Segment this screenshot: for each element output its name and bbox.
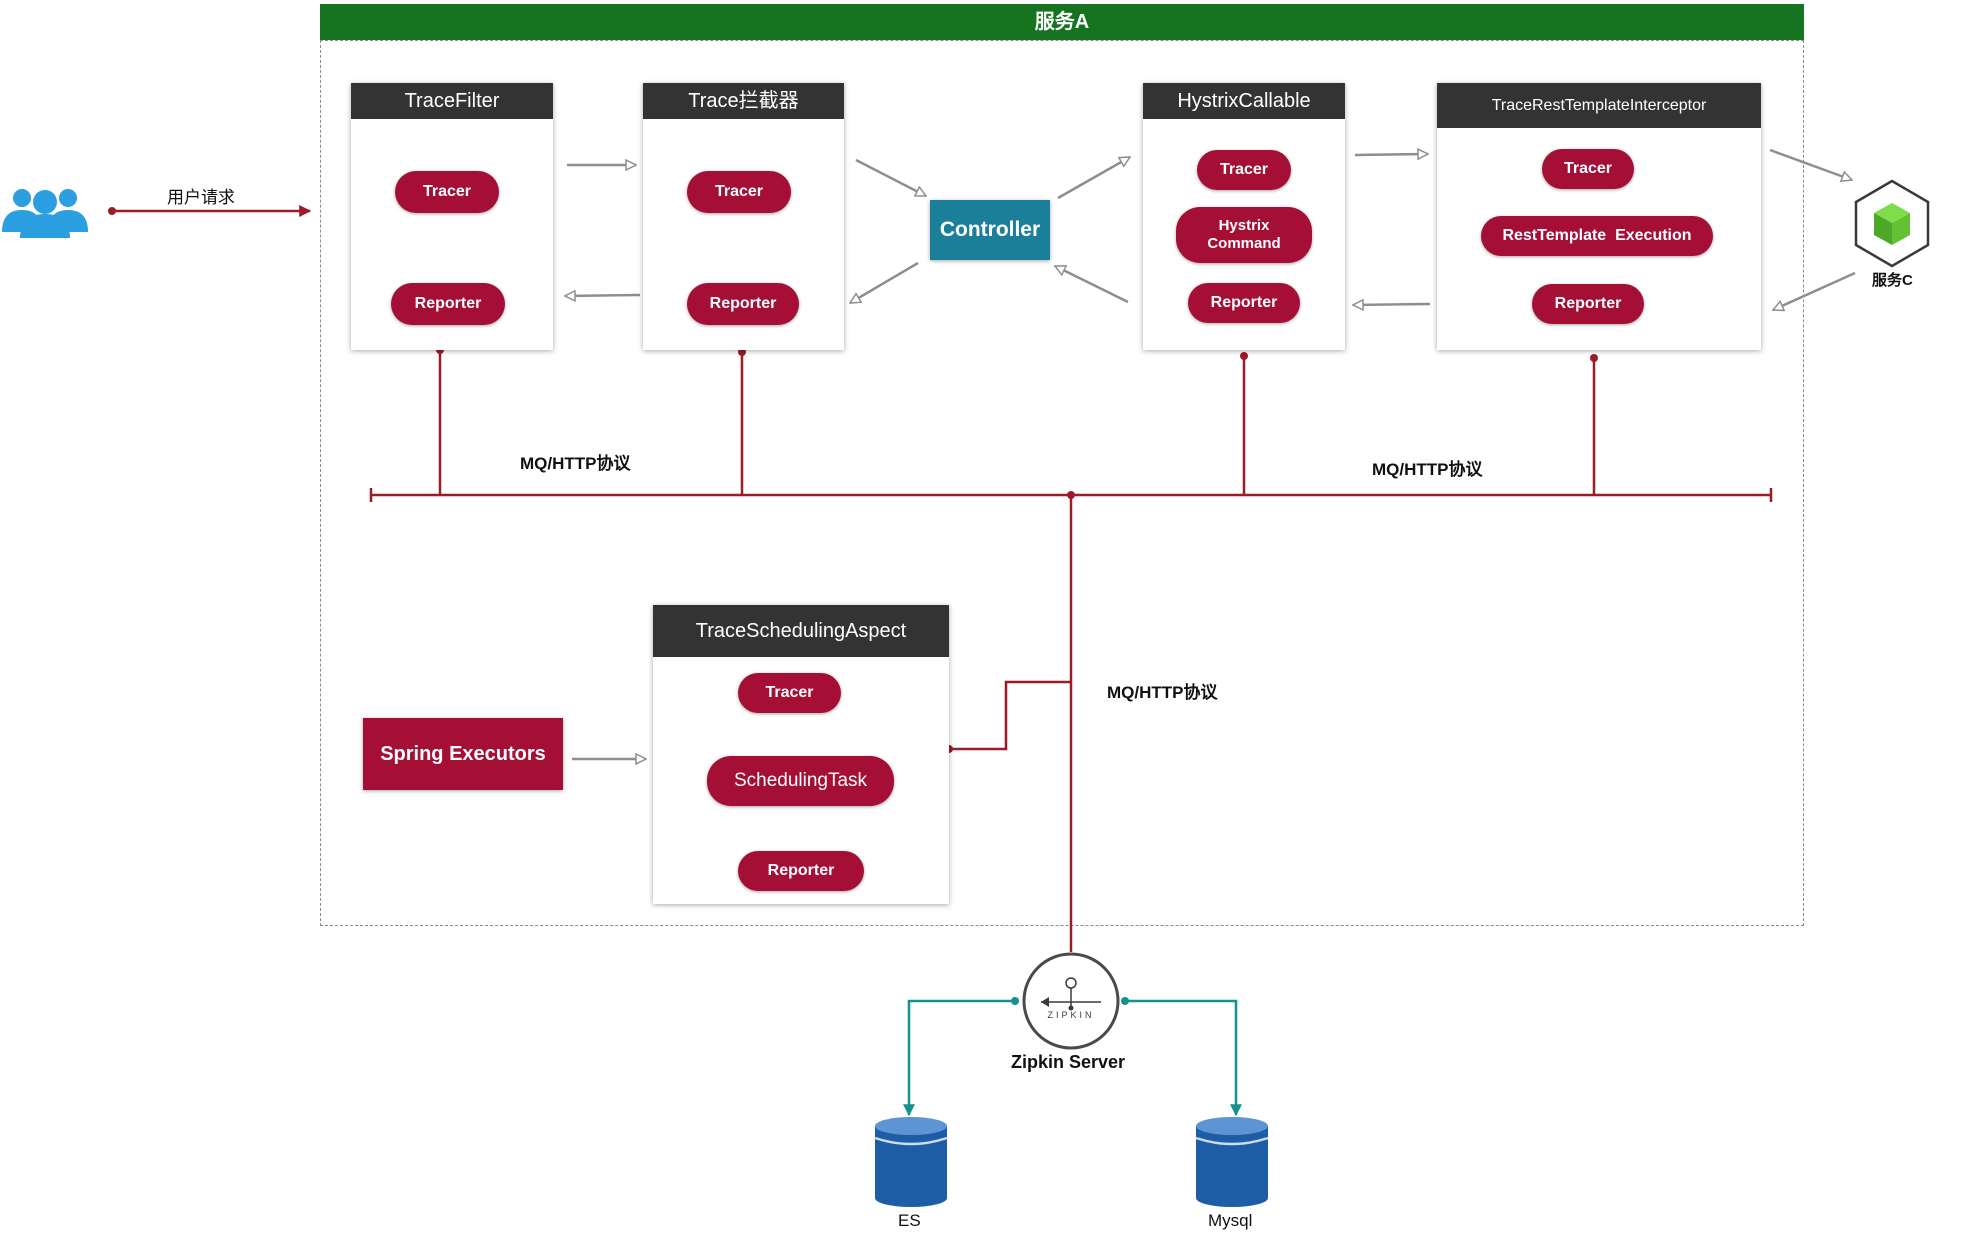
- service-a-banner: 服务A: [320, 4, 1804, 40]
- mq-http-bus: [369, 350, 1773, 952]
- reporter-pill: Reporter: [1532, 284, 1644, 324]
- trace-scheduling-aspect-card: TraceSchedulingAspect Tracer SchedulingT…: [653, 605, 949, 904]
- es-label: ES: [898, 1211, 921, 1230]
- card-title: TraceRestTemplateInterceptor: [1437, 83, 1761, 128]
- zipkin-server-label: Zipkin Server: [1011, 1052, 1126, 1072]
- rest-template-execution-pill: RestTemplate Execution: [1481, 216, 1713, 256]
- users-icon: [2, 189, 88, 238]
- scheduling-task-pill: SchedulingTask: [707, 756, 894, 806]
- database-icon: [1195, 1117, 1269, 1207]
- service-c-label: 服务C: [1872, 272, 1913, 289]
- hystrix-callable-card: HystrixCallable Tracer Hystrix Command R…: [1143, 83, 1345, 350]
- reporter-pill: Reporter: [687, 283, 799, 325]
- tracer-pill: Tracer: [1197, 150, 1291, 190]
- hystrix-command-pill: Hystrix Command: [1176, 207, 1312, 263]
- tracer-pill: Tracer: [395, 171, 499, 213]
- storage-links: [903, 999, 1242, 1117]
- rest-template-interceptor-card: TraceRestTemplateInterceptor Tracer Rest…: [1437, 83, 1761, 350]
- reporter-pill: Reporter: [738, 851, 864, 891]
- protocol-label-left: MQ/HTTP协议: [520, 454, 631, 473]
- card-title: TraceFilter: [351, 83, 553, 119]
- card-title: TraceSchedulingAspect: [653, 605, 949, 657]
- tracer-pill: Tracer: [1542, 149, 1634, 189]
- zipkin-logo-text: ZIPKIN: [1047, 1010, 1095, 1020]
- tracer-pill: Tracer: [687, 171, 791, 213]
- service-a-boundary: [320, 40, 1804, 926]
- card-title: Trace拦截器: [643, 83, 844, 119]
- cube-icon: [1854, 179, 1930, 268]
- protocol-label-vertical: MQ/HTTP协议: [1107, 683, 1218, 702]
- storage-link-dots: [1011, 997, 1129, 1005]
- flow-arrows: [565, 150, 1856, 759]
- spring-executors-box: Spring Executors: [363, 718, 563, 790]
- mysql-label: Mysql: [1208, 1211, 1253, 1230]
- tracer-pill: Tracer: [738, 673, 841, 713]
- zipkin-logo-icon: [1022, 952, 1120, 1050]
- user-request-arrow: [108, 205, 312, 217]
- controller-box: Controller: [930, 200, 1050, 260]
- reporter-pill: Reporter: [391, 283, 505, 325]
- database-icon: [874, 1117, 948, 1207]
- reporter-pill: Reporter: [1188, 283, 1300, 323]
- protocol-label-right: MQ/HTTP协议: [1372, 460, 1483, 479]
- card-title: HystrixCallable: [1143, 83, 1345, 119]
- user-request-label: 用户请求: [167, 188, 235, 207]
- bus-junctions: [436, 346, 1598, 753]
- trace-interceptor-card: Trace拦截器 Tracer Reporter: [643, 83, 844, 350]
- trace-filter-card: TraceFilter Tracer Reporter: [351, 83, 553, 350]
